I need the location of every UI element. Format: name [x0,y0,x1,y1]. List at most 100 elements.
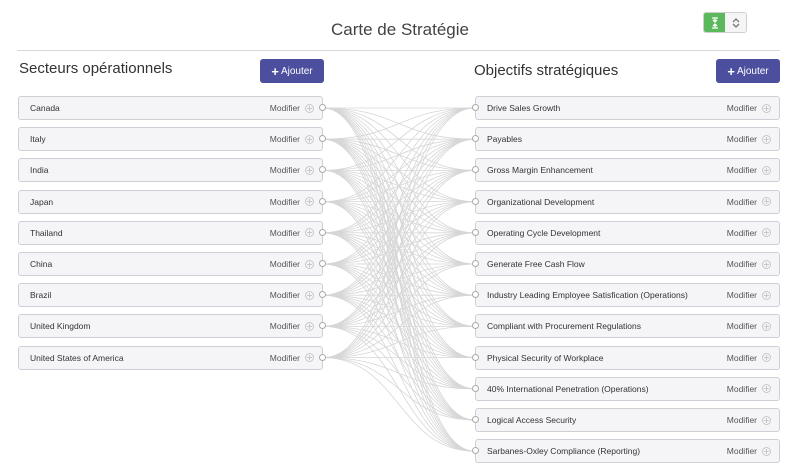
connection-line [322,170,476,234]
connector-port[interactable] [472,322,479,330]
objective-card[interactable]: 40% International Penetration (Operation… [472,376,780,401]
connection-line [322,138,476,452]
objective-card[interactable]: Industry Leading Employee Satisfication … [472,283,780,308]
connector-port[interactable] [472,135,479,143]
view-toggle[interactable] [703,12,747,33]
plus-circle-icon[interactable] [762,415,771,425]
connector-port[interactable] [319,228,326,236]
plus-circle-icon[interactable] [305,228,314,238]
objective-card[interactable]: Sarbanes-Oxley Compliance (Reporting)Mod… [472,439,780,464]
connection-line [322,201,476,265]
modify-link[interactable]: Modifier [726,196,757,207]
plus-circle-icon[interactable] [762,353,771,363]
modify-link[interactable]: Modifier [726,103,757,113]
connector-port[interactable] [472,353,479,361]
plus-circle-icon[interactable] [762,290,771,300]
plus-circle-icon[interactable] [762,134,771,144]
connector-port[interactable] [319,166,326,174]
objective-name: Operating Cycle Development [487,227,601,238]
connection-line [322,263,476,421]
objective-card[interactable]: Operating Cycle Development Modifier [472,220,780,245]
plus-circle-icon[interactable] [762,321,771,331]
modify-link[interactable]: Modifier [269,165,300,176]
modify-link[interactable]: Modifier [269,352,300,363]
connector-port[interactable] [319,291,326,299]
connector-port[interactable] [472,197,479,205]
connection-line [322,201,476,358]
plus-circle-icon[interactable] [762,259,771,269]
modify-link[interactable]: Modifier [726,227,757,238]
plus-circle-icon[interactable] [762,165,771,175]
add-sector-button[interactable]: + Ajouter [260,59,324,83]
plus-circle-icon[interactable] [305,321,314,331]
modify-link[interactable]: Modifier [269,103,300,113]
plus-circle-icon[interactable] [305,353,314,363]
plus-circle-icon[interactable] [762,197,771,207]
modify-link[interactable]: Modifier [726,290,757,301]
connector-port[interactable] [472,166,479,174]
modify-link[interactable]: Modifier [269,134,300,145]
connection-line [322,326,476,358]
plus-circle-icon[interactable] [762,103,771,113]
plus-circle-icon[interactable] [305,259,314,269]
plus-circle-icon[interactable] [305,103,314,113]
plus-circle-icon[interactable] [305,290,314,300]
modify-link[interactable]: Modifier [726,165,757,176]
connector-port[interactable] [319,197,326,205]
plus-circle-icon[interactable] [762,228,771,238]
connector-port[interactable] [319,260,326,267]
connector-port[interactable] [319,135,326,143]
sort-toggle[interactable] [725,13,746,32]
connector-port[interactable] [319,322,326,330]
connection-line [322,232,476,390]
connector-port[interactable] [472,104,479,111]
connector-port[interactable] [472,260,479,267]
modify-link[interactable]: Modifier [726,383,757,394]
modify-link[interactable]: Modifier [726,259,757,269]
sector-name: United States of America [30,352,124,363]
plus-circle-icon[interactable] [305,165,314,175]
sector-card[interactable]: United States of America Modifier [18,345,326,370]
modify-link[interactable]: Modifier [269,290,300,301]
connector-port[interactable] [319,353,326,361]
collapse-toggle[interactable] [704,13,725,32]
connector-port[interactable] [472,384,479,392]
modify-link[interactable]: Modifier [726,446,757,457]
modify-link[interactable]: Modifier [269,227,300,238]
modify-link[interactable]: Modifier [726,415,757,425]
modify-link[interactable]: Modifier [726,134,757,145]
modify-link[interactable]: Modifier [726,321,757,332]
connector-port[interactable] [472,416,479,423]
connection-line [322,232,476,296]
plus-circle-icon[interactable] [762,446,771,456]
connector-port[interactable] [472,291,479,299]
modify-link[interactable]: Modifier [269,321,300,332]
connector-port[interactable] [472,447,479,455]
connector-port[interactable] [472,228,479,236]
connection-line [322,201,476,296]
modify-link[interactable]: Modifier [726,352,757,363]
plus-circle-icon[interactable] [305,134,314,144]
plus-circle-icon[interactable] [762,384,771,394]
plus-circle-icon[interactable] [305,197,314,207]
modify-link[interactable]: Modifier [269,196,300,207]
modify-link[interactable]: Modifier [269,259,300,269]
connector-port[interactable] [319,104,326,111]
add-objective-button[interactable]: + Ajouter [716,59,780,83]
